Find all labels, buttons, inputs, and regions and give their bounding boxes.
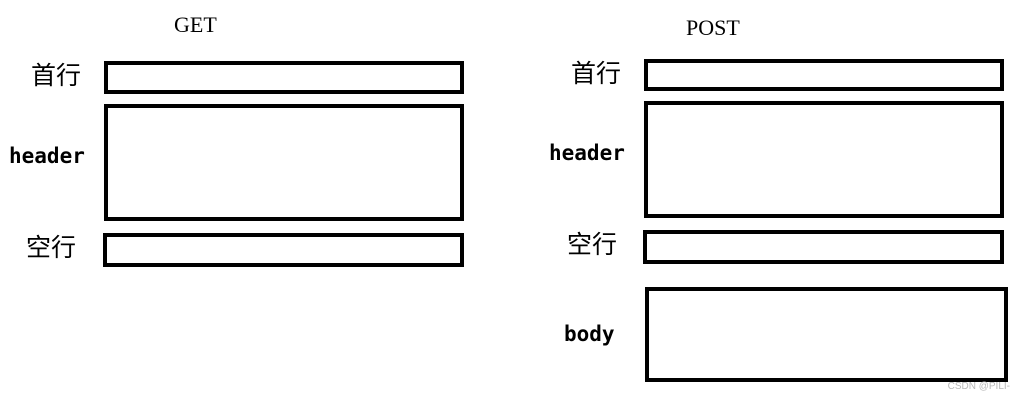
post-blank-line-box	[643, 230, 1004, 264]
get-title: GET	[174, 12, 217, 37]
get-header-box	[104, 104, 464, 221]
post-first-line-box	[644, 59, 1004, 91]
get-first-line-label: 首行	[31, 61, 82, 90]
get-first-line-box	[104, 61, 464, 94]
post-title: POST	[686, 15, 740, 40]
get-blank-line-label: 空行	[26, 233, 77, 262]
watermark-text: CSDN @PILI-	[947, 381, 1010, 392]
get-header-label: header	[9, 144, 85, 168]
post-header-label: header	[549, 141, 625, 165]
post-body-label: body	[564, 322, 615, 346]
post-first-line-label: 首行	[571, 59, 622, 88]
get-blank-line-box	[103, 233, 464, 267]
post-body-box	[645, 287, 1008, 382]
post-header-box	[644, 101, 1004, 218]
post-blank-line-label: 空行	[567, 230, 618, 259]
